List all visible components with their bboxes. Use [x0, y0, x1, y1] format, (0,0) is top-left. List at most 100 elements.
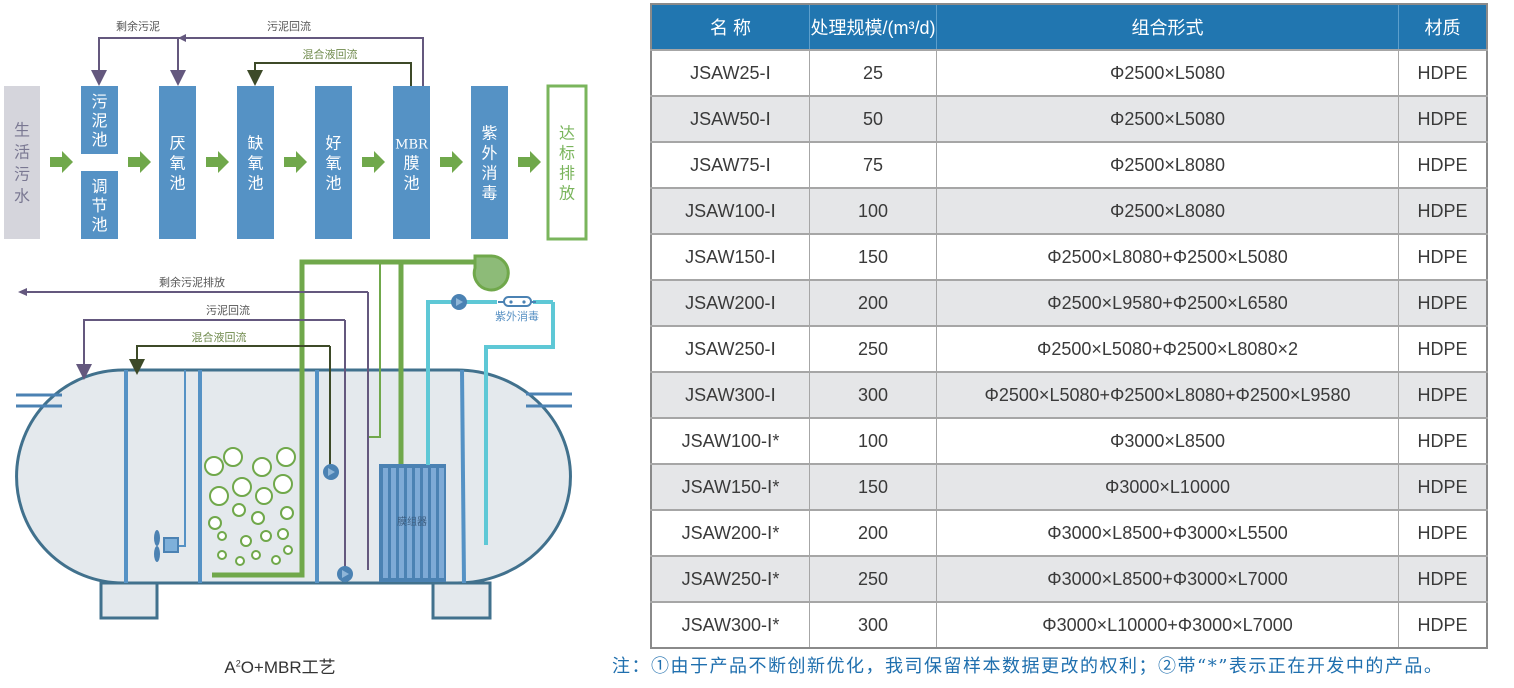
- stage-label-char: MBR: [395, 138, 429, 153]
- bubble-icon: [271, 555, 281, 565]
- flow-arrow-icon: [284, 151, 307, 173]
- stage-label-char: 污: [14, 165, 30, 184]
- cell-material: HDPE: [1398, 187, 1488, 235]
- stage-label-char: 池: [91, 130, 107, 149]
- cell-model: JSAW150-Ⅰ: [650, 233, 810, 281]
- header-capacity: 处理规模/(m³/d): [809, 4, 937, 50]
- cell-model: JSAW200-Ⅰ: [650, 279, 810, 327]
- uv-lamp-icon: [498, 296, 536, 307]
- stage-label-char: 池: [325, 174, 341, 193]
- cell-configuration: Φ2500×L5080+Φ2500×L8080+Φ2500×L9580: [936, 371, 1399, 419]
- flow-arrow-icon: [50, 151, 73, 173]
- aeration-bubbles: [204, 447, 296, 566]
- uv-disinfection-label: 紫外消毒: [495, 309, 539, 323]
- stage-label-char: 池: [169, 174, 185, 193]
- cell-capacity: 200: [809, 279, 937, 327]
- cell-model: JSAW300-Ⅰ*: [650, 601, 810, 649]
- stage-label-char: 厌: [169, 134, 185, 153]
- stage-sludge-tank: 污泥池: [81, 86, 118, 154]
- stage-uv-disinfection: 紫外消毒: [471, 86, 508, 239]
- bubble-icon: [251, 550, 261, 560]
- cell-material: HDPE: [1398, 49, 1488, 97]
- membrane-strip: [407, 468, 412, 578]
- bubble-icon: [235, 556, 245, 566]
- stage-anoxic-tank: 缺氧池: [237, 86, 274, 239]
- stage-label-char: 缺: [247, 134, 263, 153]
- sludge-return-label: 污泥回流: [267, 19, 311, 33]
- bubble-icon: [223, 447, 243, 467]
- cell-configuration: Φ2500×L9580+Φ2500×L6580: [936, 279, 1399, 327]
- cell-configuration: Φ3000×L10000+Φ3000×L7000: [936, 601, 1399, 649]
- stage-label-char: 氧: [169, 154, 185, 173]
- caption-prefix: A: [224, 658, 236, 677]
- bubble-icon: [240, 535, 252, 547]
- cell-capacity: 200: [809, 509, 937, 557]
- caption-superscript: 2: [235, 658, 241, 669]
- pump-icon: [451, 294, 467, 310]
- cell-configuration: Φ3000×L10000: [936, 463, 1399, 511]
- membrane-strip: [423, 468, 428, 578]
- cell-material: HDPE: [1398, 371, 1488, 419]
- cell-material: HDPE: [1398, 601, 1488, 649]
- excess-sludge-discharge-label: 剩余污泥排放: [159, 275, 225, 289]
- tank-partitions: [124, 369, 466, 584]
- table-header-row: 名 称 处理规模/(m³/d) 组合形式 材质: [651, 4, 1487, 50]
- aeration-pipe: [212, 259, 475, 578]
- stage-label-char: 节: [91, 196, 107, 215]
- bubble-icon: [251, 511, 265, 525]
- cell-model: JSAW200-Ⅰ*: [650, 509, 810, 557]
- membrane-strip: [431, 468, 436, 578]
- cell-model: JSAW100-Ⅰ: [650, 187, 810, 235]
- bubble-icon: [217, 550, 227, 560]
- bubble-icon: [277, 528, 289, 540]
- stage-label-char: 池: [247, 174, 263, 193]
- cell-configuration: Φ2500×L8080+Φ2500×L5080: [936, 233, 1399, 281]
- membrane-strip: [415, 468, 420, 578]
- mixed-liquor-return-label: 混合液回流: [303, 47, 358, 61]
- excess-sludge-label: 剩余污泥: [116, 19, 160, 33]
- cell-model: JSAW250-Ⅰ: [650, 325, 810, 373]
- stage-equalization-tank: 调节池: [81, 171, 118, 239]
- membrane-module: [379, 464, 446, 582]
- stage-label-char: 氧: [247, 154, 263, 173]
- stage-label-char: 调: [91, 177, 107, 196]
- pump-icon: [337, 566, 353, 582]
- tank-foot-left: [99, 581, 159, 620]
- cell-capacity: 250: [809, 325, 937, 373]
- bubble-icon: [208, 516, 222, 530]
- cell-capacity: 250: [809, 555, 937, 603]
- cell-capacity: 50: [809, 95, 937, 143]
- cell-material: HDPE: [1398, 463, 1488, 511]
- cell-configuration: Φ3000×L8500: [936, 417, 1399, 465]
- bubble-icon: [283, 545, 293, 555]
- cell-material: HDPE: [1398, 325, 1488, 373]
- header-name: 名 称: [651, 4, 810, 50]
- flow-arrow-icon: [518, 151, 541, 173]
- cell-model: JSAW250-Ⅰ*: [650, 555, 810, 603]
- cell-model: JSAW25-Ⅰ: [650, 49, 810, 97]
- stage-label-char: 毒: [481, 184, 497, 203]
- stage-label-char: 好: [325, 134, 341, 153]
- bubble-icon: [232, 503, 246, 517]
- membrane-module-label: 膜组器: [397, 515, 427, 528]
- stage-anaerobic-tank: 厌氧池: [159, 86, 196, 239]
- arrow-left-icon: [18, 288, 27, 296]
- cell-capacity: 300: [809, 601, 937, 649]
- cell-model: JSAW100-Ⅰ*: [650, 417, 810, 465]
- cell-configuration: Φ2500×L5080: [936, 49, 1399, 97]
- tank-return-lines: [18, 288, 369, 570]
- cell-capacity: 75: [809, 141, 937, 189]
- cell-model: JSAW150-Ⅰ*: [650, 463, 810, 511]
- bubble-icon: [232, 477, 252, 497]
- bubble-icon: [252, 457, 272, 477]
- cell-configuration: Φ2500×L8080: [936, 141, 1399, 189]
